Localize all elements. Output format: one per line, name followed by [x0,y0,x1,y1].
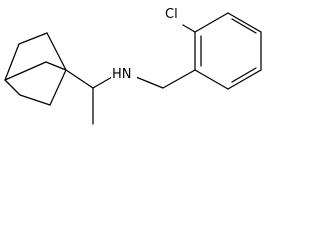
ring-double-bond-inner-3 [231,67,257,83]
norbornane-ring [4,32,67,106]
bridge-bond-a [4,61,47,81]
bond-c3-c4 [46,32,67,71]
bond-ring-chlorine [182,24,196,33]
bond-ch-nitrogen [92,76,113,89]
atom-labels: HN Cl [111,4,186,82]
ring-bond-6 [194,69,229,90]
bond-c5-c6 [19,94,51,106]
bond-nitrogen-ch2 [135,76,164,89]
bond-ch2-ring [162,69,196,89]
bridge-bond-b [45,61,67,71]
molecule-structure: HN Cl [4,4,262,125]
ring-bond-2 [194,12,229,33]
ethyl-linker [65,69,113,125]
chlorine-label: Cl [165,7,178,22]
benzyl-linker [135,69,196,89]
bond-c1-c2 [4,43,20,81]
ring-double-bond-inner-2 [231,18,257,34]
bond-c4-c5 [49,69,67,106]
chlorophenyl-ring [182,12,262,90]
ring-bond-5 [227,69,262,90]
ring-bond-3 [227,12,262,33]
bond-ring-to-ch [65,69,94,89]
nitrogen-label: HN [112,67,132,82]
bond-c2-c3 [18,32,48,45]
bond-c6-c1 [4,79,21,96]
